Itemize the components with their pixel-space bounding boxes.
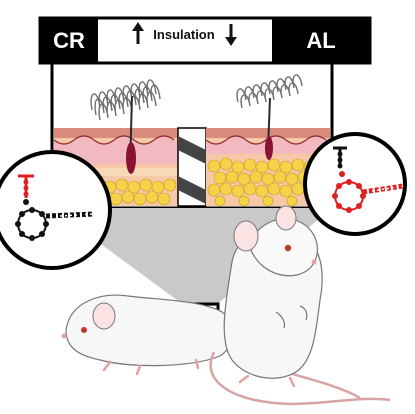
al-label-box <box>272 18 370 63</box>
molecule-left <box>15 174 95 241</box>
mouse-standing <box>209 205 391 406</box>
follicle-left <box>126 142 136 174</box>
header-block: CR AL Insulation <box>38 16 372 65</box>
arrow-up-icon <box>132 22 144 44</box>
al-label: AL <box>306 28 335 53</box>
section-break <box>177 127 207 207</box>
insulation-label: Insulation <box>153 27 214 42</box>
mouse-lying <box>61 294 361 400</box>
cr-label-box <box>40 18 98 63</box>
hair-right <box>236 74 303 109</box>
molecule-right <box>332 146 404 213</box>
arrow-down-icon <box>225 24 237 46</box>
hair-left <box>90 79 161 121</box>
cr-label: CR <box>53 28 85 53</box>
mouse-lying-eye <box>81 327 87 333</box>
magnifier-right <box>303 132 407 236</box>
mouse-standing-eye <box>284 244 292 252</box>
follicle-right <box>265 136 273 160</box>
magnifier-left <box>0 150 112 270</box>
